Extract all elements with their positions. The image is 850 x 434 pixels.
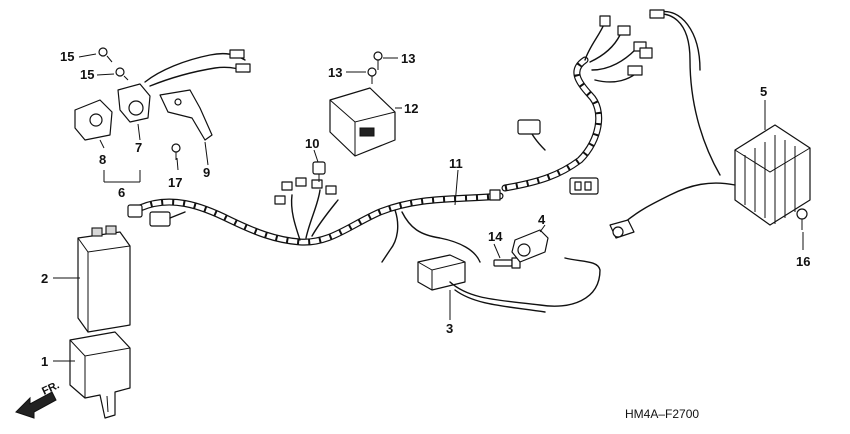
callout-14: 14	[488, 229, 503, 244]
callout-labels: 1 2 3 4 5 6 7 8 9 10 11 12 13 13 14 15 1…	[41, 49, 810, 369]
bracket-9	[159, 89, 213, 141]
wire-harness	[127, 9, 721, 263]
bolts-13	[367, 51, 383, 84]
front-direction-arrow: FR.	[15, 379, 61, 419]
callout-16: 16	[796, 254, 810, 269]
callout-13-lower: 13	[328, 65, 342, 80]
unit-case-1	[69, 331, 131, 419]
callout-17: 17	[168, 175, 182, 190]
callout-9: 9	[203, 165, 210, 180]
leader-lines	[53, 53, 804, 362]
callout-11: 11	[449, 156, 463, 171]
callout-3: 3	[446, 321, 453, 336]
figure-code: HM4A–F2700	[625, 407, 699, 421]
callout-10: 10	[305, 136, 319, 151]
callout-6: 6	[118, 185, 125, 200]
front-label: FR.	[40, 379, 61, 397]
relay-box-12	[329, 87, 396, 157]
callout-8: 8	[99, 152, 106, 167]
relay-10	[312, 161, 326, 182]
callout-2: 2	[41, 271, 48, 286]
bolt-14	[493, 257, 521, 269]
regulator-rectifier-5	[609, 124, 811, 239]
control-unit-2	[77, 225, 131, 333]
bolt-17	[171, 143, 181, 160]
callout-1: 1	[41, 354, 48, 369]
callout-4: 4	[538, 212, 546, 227]
callout-15-upper: 15	[60, 49, 74, 64]
screws-15	[98, 47, 129, 81]
callout-13-upper: 13	[401, 51, 415, 66]
spark-plug-cap-4	[511, 229, 549, 263]
ignition-coil-3	[417, 254, 601, 313]
switch-assembly-6	[74, 49, 251, 141]
callout-12: 12	[404, 101, 418, 116]
callout-5: 5	[760, 84, 767, 99]
bolt-16	[796, 208, 808, 230]
callout-7: 7	[135, 140, 142, 155]
callout-15-lower: 15	[80, 67, 94, 82]
